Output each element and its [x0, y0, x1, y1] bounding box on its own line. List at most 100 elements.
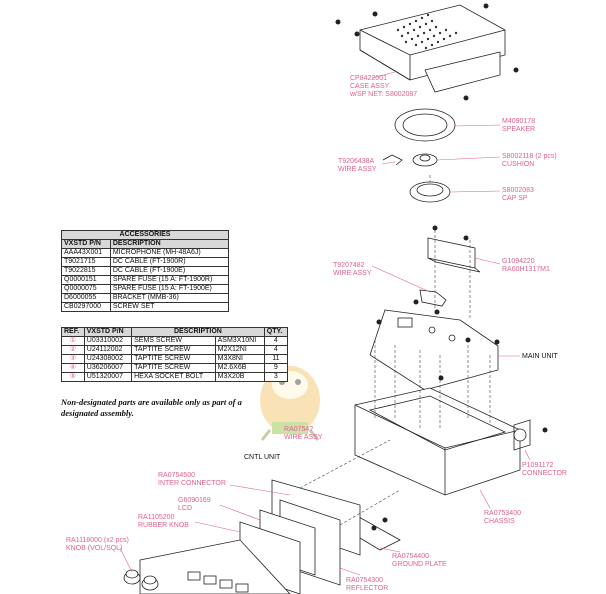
accessories-header: DESCRIPTION — [109, 239, 230, 249]
cell: SEMS SCREW — [131, 336, 216, 346]
label-line: RA0754400 — [392, 553, 429, 560]
cell: U36206007 — [83, 363, 133, 373]
table-row: ⑤ U51320007 HEXA SOCKET BOLT M3X20B 3 — [61, 372, 289, 382]
label-lcd: G6090169 LCD — [178, 497, 211, 513]
wire-assy-shape — [382, 154, 403, 166]
accessories-header: VXSTD P/N — [61, 239, 111, 249]
label-case-assy: CP8422001 CASE ASSY w/SP NET: S8002087 — [350, 75, 417, 99]
cushion-shape — [412, 153, 438, 167]
label-line: MAIN UNIT — [522, 353, 558, 360]
screws-header: QTY. — [263, 327, 289, 337]
cell: 4 — [263, 345, 289, 355]
table-row: ① U03310002 SEMS SCREW ASM3X10NI 4 — [61, 336, 289, 346]
cell: ④ — [61, 363, 85, 373]
label-line: P1091172 — [522, 462, 554, 469]
cell: ① — [61, 336, 85, 346]
cell: TAPTITE SCREW — [131, 354, 216, 364]
label-knob-vol: RA1118000 (x2 pcs) KNOB (VOL/SQL) — [66, 537, 129, 553]
label-wire-assy-low: RA0754? WIRE ASSY — [284, 426, 323, 442]
cell: D6000055 — [61, 293, 111, 303]
speaker-grille — [396, 13, 458, 50]
label-line: T9207482 — [333, 262, 365, 269]
label-line: CONNECTOR — [522, 470, 567, 477]
label-line: INTER CONNECTOR — [158, 480, 226, 487]
cell: T9021715 — [61, 257, 111, 267]
label-line: w/SP NET: S8002087 — [350, 91, 418, 98]
cell: U03310002 — [83, 336, 133, 346]
label-line: RA1118000 (x2 pcs) — [66, 537, 129, 544]
main-unit-board — [369, 309, 499, 391]
label-line: WIRE ASSY — [333, 270, 372, 277]
label-line: CAP SP — [502, 195, 528, 202]
label-cap-sp: S8002083 CAP SP — [502, 187, 534, 203]
label-cntl-unit: CNTL UNIT — [244, 454, 280, 462]
label-ground-plate: RA0754400 GROUND PLATE — [392, 553, 447, 569]
cell: HEXA SOCKET BOLT — [131, 372, 216, 382]
label-line: RUBBER KNOB — [138, 522, 189, 529]
cell: SPARE FUSE (15 A: FT-1900E) — [109, 284, 230, 294]
cell: U51320007 — [83, 372, 133, 382]
label-line: M4090178 — [502, 118, 536, 125]
label-line: RA0753400 — [484, 510, 521, 517]
table-row: ④ U36206007 TAPTITE SCREW M2.6X6B 9 — [61, 363, 289, 373]
table-row: ② U24112002 TAPTITE SCREW M2X12NI 4 — [61, 345, 289, 355]
cell: TAPTITE SCREW — [131, 345, 216, 355]
cell: 11 — [263, 354, 289, 364]
cell: DC CABLE (FT-1900R) — [109, 257, 230, 267]
screw-shapes — [335, 3, 548, 531]
cell: 3 — [263, 372, 289, 382]
label-line: CNTL UNIT — [244, 454, 281, 461]
label-line: RA1105200 — [138, 514, 175, 521]
cell: Q0000151 — [61, 275, 111, 285]
label-line: CP8422001 — [350, 75, 387, 82]
front-panel-shape — [139, 539, 291, 594]
label-line: T9206438A — [338, 158, 375, 165]
label-line: S8002118 (2 pcs) — [502, 153, 557, 160]
label-line: KNOB (VOL/SQL) — [66, 545, 123, 552]
label-rubber-knob: RA1105200 RUBBER KNOB — [138, 514, 189, 530]
label-chassis: RA0753400 CHASSIS — [484, 510, 521, 526]
cell: SCREW SET — [109, 302, 230, 312]
chassis-shape — [354, 387, 521, 496]
label-wire-assy-mid: T9207482 WIRE ASSY — [333, 262, 372, 278]
label-line: RA60H1317M1 — [502, 266, 550, 273]
label-wire-assy-top: T9206438A WIRE ASSY — [338, 158, 377, 174]
cell: Q0000075 — [61, 284, 111, 294]
label-line: LCD — [178, 505, 193, 512]
cell: ASM3X10NI — [214, 336, 265, 346]
connector-shape — [513, 428, 527, 442]
screws-header: DESCRIPTION — [131, 327, 265, 337]
cell: BRACKET (MMB-36) — [109, 293, 230, 303]
cap-sp-shape — [409, 181, 451, 203]
cell: CB0297000 — [61, 302, 111, 312]
cell: ② — [61, 345, 85, 355]
label-line: RA0754500 — [158, 472, 195, 479]
designated-parts-note: Non-designated parts are available only … — [61, 397, 242, 418]
label-line: SPEAKER — [502, 126, 536, 133]
accessories-table: ACCESSORIES VXSTD P/N DESCRIPTION AAA43X… — [61, 230, 230, 312]
cell: M2X12NI — [214, 345, 265, 355]
cell: TAPTITE SCREW — [131, 363, 216, 373]
label-line: G1094220 — [502, 258, 535, 265]
cell: DC CABLE (FT-1900E) — [109, 266, 230, 276]
cell: 4 — [263, 336, 289, 346]
label-line: CHASSIS — [484, 518, 515, 525]
screws-header: VXSTD P/N — [83, 327, 133, 337]
screws-table: REF. VXSTD P/N DESCRIPTION QTY. ① U03310… — [61, 327, 289, 382]
label-line: CUSHION — [502, 161, 535, 168]
cell: 9 — [263, 363, 289, 373]
cell: ⑤ — [61, 372, 85, 382]
label-line: WIRE ASSY — [338, 166, 377, 173]
cell: U24308002 — [83, 354, 133, 364]
screws-header: REF. — [61, 327, 85, 337]
cell: M2.6X6B — [214, 363, 265, 373]
cell: T9022815 — [61, 266, 111, 276]
cell: SPARE FUSE (15 A: FT-1900R) — [109, 275, 230, 285]
knob-shape — [123, 569, 159, 591]
